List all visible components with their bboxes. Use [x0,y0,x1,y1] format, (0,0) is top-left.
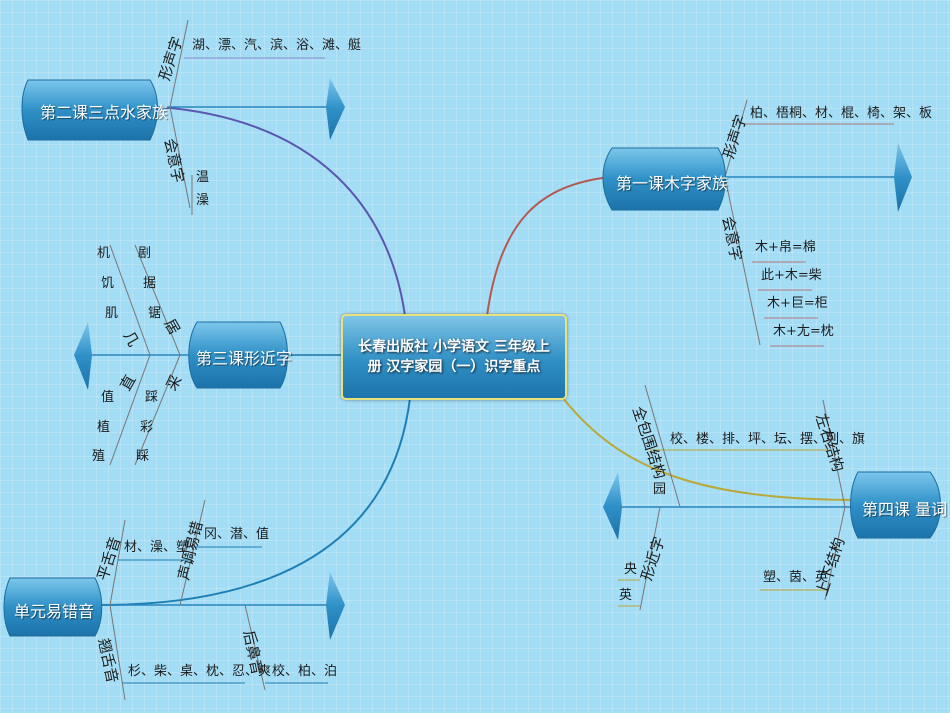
node-shapes [3,79,941,637]
lesson1-formula-4: 木+尢=枕 [773,324,834,339]
lesson4-topic[interactable]: 第四课 量词 [862,500,948,519]
lesson3-g2-char-2: 据 [143,276,157,291]
lesson3-g2-char-3: 锯 [148,306,162,321]
lesson3-topic[interactable]: 第三课形近字 [196,349,293,368]
lesson3-g3-char-3: 殖 [92,449,106,464]
lesson4-branch-c-char: 园 [653,482,667,497]
lesson2-branch-a-chars: 湖、漂、汽、滨、浴、滩、艇 [192,38,362,53]
lesson3-g2-char-1: 剧 [138,246,152,261]
central-topic[interactable]: 长春出版社 小学语文 三年级上册 汉字家园（一）识字重点 [341,314,567,400]
central-title: 长春出版社 小学语文 三年级上册 汉字家园（一）识字重点 [358,339,550,375]
lesson1-formula-2: 此+木=柴 [761,268,822,283]
unit-branch-d-chars: 校、柏、泊 [272,664,338,679]
lesson3-g4-char-1: 踩 [145,390,159,405]
unit-branch-a-chars: 材、澡、塑 [124,540,190,555]
lesson3-g1-char-3: 肌 [105,306,119,321]
unit-branch-c-chars: 杉、柴、桌、枕、忍、爽 [128,664,272,679]
lesson3-g4-char-2: 彩 [140,420,154,435]
lesson2-topic[interactable]: 第二课三点水家族 [40,103,169,122]
lesson2-char-2: 澡 [196,193,210,208]
lesson3-g3-char-1: 值 [101,390,115,405]
unit-branch-b-chars: 冈、潜、值 [204,527,270,542]
lesson3-g3-char-2: 植 [97,420,111,435]
lesson1-formula-1: 木+帛=棉 [755,240,816,255]
lesson3-g4-char-3: 睬 [136,449,150,464]
lesson3-g1-char-2: 饥 [101,276,115,291]
lesson4-branch-d-char-2: 英 [619,588,633,603]
lesson1-topic[interactable]: 第一课木字家族 [616,174,729,193]
lesson4-branch-a-chars: 校、楼、排、坪、坛、摆、列、旗 [670,432,866,447]
lesson4-branch-d-char-1: 央 [624,562,638,577]
lesson4-branch-b-chars: 塑、茵、英 [763,570,829,585]
unit-topic[interactable]: 单元易错音 [14,602,95,621]
lesson3-g1-char-1: 机 [97,246,111,261]
lesson1-formula-3: 木+巨=柜 [767,296,828,311]
lesson2-char-1: 温 [196,170,210,185]
lesson1-branch-a-chars: 柏、梧桐、材、棍、椅、架、板 [750,106,933,121]
